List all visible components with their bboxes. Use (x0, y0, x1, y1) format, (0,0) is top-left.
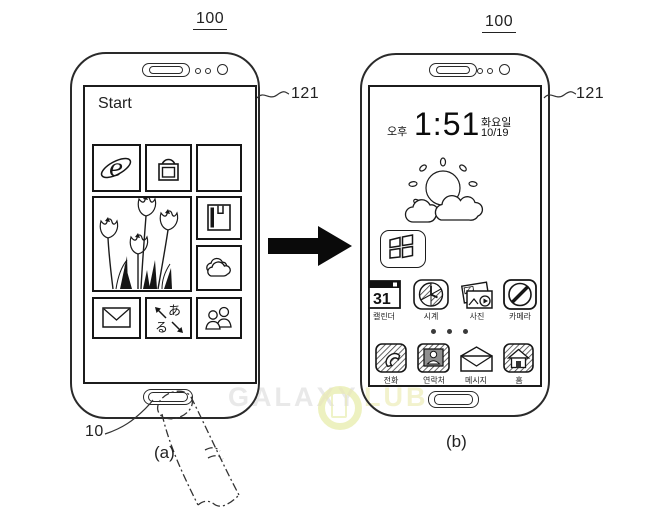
language-input-icon: あ る (155, 303, 183, 335)
tile-language[interactable]: あ る (145, 297, 192, 339)
tile-people[interactable] (196, 297, 242, 339)
svg-text:る: る (155, 320, 168, 335)
app-label-photos: 사진 (469, 312, 485, 321)
tulips-picture (99, 198, 179, 290)
home-icon[interactable] (503, 343, 534, 373)
leader-line-10 (104, 399, 154, 435)
camera-icon[interactable] (503, 279, 537, 310)
app-label-clock: 시계 (423, 312, 439, 321)
disk-icon (207, 204, 231, 231)
gallery-icon[interactable] (460, 280, 494, 310)
tile-photos-flowers[interactable] (92, 196, 192, 292)
tile-office[interactable] (196, 196, 242, 240)
caption-a: (a) (154, 443, 175, 462)
people-icon (205, 306, 232, 330)
messages-icon[interactable] (459, 345, 494, 373)
phone-icon[interactable] (375, 343, 407, 373)
phone-a-earpiece-slot (149, 66, 183, 74)
calendar-icon[interactable]: 31 (368, 279, 401, 309)
cloud-icon (206, 257, 231, 277)
page-indicator-dot[interactable] (463, 329, 468, 334)
tile-browser[interactable]: e (92, 144, 141, 192)
leader-line-121-b (543, 91, 577, 99)
status-date: 10/19 (481, 127, 509, 139)
page-indicator-dot[interactable] (431, 329, 436, 334)
app-label-phone: 전화 (383, 376, 399, 385)
finger-pressing-home (156, 390, 240, 507)
watermark-club-logo (318, 386, 362, 430)
tile-empty[interactable] (196, 144, 242, 192)
tile-marketplace[interactable] (145, 144, 192, 192)
phone-a-front-camera (217, 64, 228, 75)
ref-number-device-a: 100 (193, 10, 228, 30)
leader-line-121-a (256, 91, 290, 99)
app-label-home: 홈 (515, 376, 523, 385)
app-label-contacts: 연락처 (422, 376, 446, 385)
ref-number-finger: 10 (85, 423, 104, 440)
app-label-camera: 카메라 (508, 312, 532, 321)
clock-icon[interactable] (413, 279, 449, 310)
ref-number-device-b: 100 (482, 13, 517, 33)
windows-logo-icon (389, 234, 414, 259)
tile-mail[interactable] (92, 297, 141, 339)
tile-skydrive[interactable] (196, 245, 242, 291)
contacts-icon[interactable] (417, 343, 450, 373)
phone-a-sensor-dot (205, 68, 211, 74)
phone-a-sensor-dot (195, 68, 201, 74)
svg-text:31: 31 (373, 291, 391, 308)
svg-text:e: e (109, 154, 123, 182)
status-ampm: 오후 (387, 126, 408, 138)
phone-a-home-button-slot (148, 392, 188, 402)
page-indicator-dot[interactable] (447, 329, 452, 334)
ref-number-display-a: 121 (291, 85, 320, 102)
app-label-calendar: 캘린더 (372, 312, 396, 321)
windows-start-tile[interactable] (380, 230, 426, 268)
svg-text:あ: あ (168, 303, 181, 318)
watermark-phone-glyph (331, 392, 347, 418)
app-label-messages: 메시지 (464, 376, 488, 385)
caption-b: (b) (446, 432, 467, 451)
status-time: 1:51 (414, 106, 481, 142)
phone-b-earpiece-slot (436, 66, 470, 74)
transition-arrow (268, 226, 352, 266)
phone-b-sensor-dot (477, 68, 483, 74)
start-header: Start (98, 95, 132, 112)
ref-number-display-b: 121 (576, 85, 605, 102)
shopping-bag-icon (158, 158, 179, 181)
phone-b-home-button-slot (434, 394, 473, 405)
mail-envelope-icon (102, 307, 131, 328)
weather-sun-clouds-icon (404, 157, 484, 223)
phone-b-sensor-dot (487, 68, 493, 74)
phone-b-front-camera (499, 64, 510, 75)
internet-explorer-icon: e (100, 154, 132, 182)
status-weekday: 화요일 (481, 117, 512, 129)
